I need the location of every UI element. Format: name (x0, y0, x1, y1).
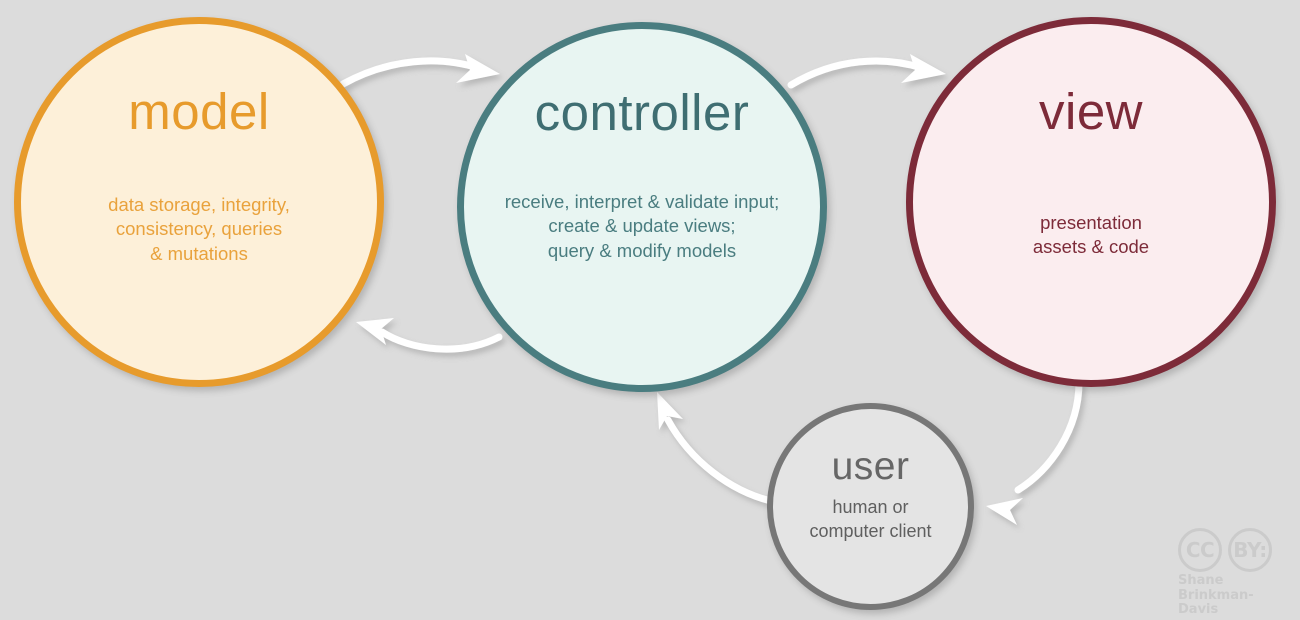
node-model-description: data storage, integrity, consistency, qu… (108, 194, 290, 264)
arrow-controller-to-model (356, 318, 503, 353)
node-model[interactable]: model data storage, integrity, consisten… (14, 17, 384, 387)
creative-commons-badge[interactable]: CC BY: Shane Brinkman-Davis (1178, 528, 1290, 617)
node-user-description: human or computer client (809, 497, 932, 541)
author-attribution: Shane Brinkman-Davis (1178, 573, 1254, 618)
arrow-model-to-controller (339, 54, 500, 88)
node-user-title: user (831, 445, 910, 488)
node-model-title: model (128, 83, 270, 140)
cc-badge-icons: CC BY: (1178, 528, 1290, 572)
node-controller[interactable]: controller receive, interpret & validate… (457, 22, 827, 392)
creative-commons-icon: CC (1178, 528, 1222, 572)
node-view-title: view (1038, 83, 1144, 140)
arrow-view-to-user (986, 378, 1083, 525)
node-view-description: presentation assets & code (1032, 212, 1150, 258)
node-controller-description: receive, interpret & validate input; cre… (504, 191, 780, 261)
arrow-controller-to-view (787, 54, 946, 89)
node-user[interactable]: user human or computer client (767, 403, 974, 610)
node-controller-title: controller (534, 84, 750, 141)
attribution-by-icon: BY: (1228, 528, 1272, 572)
arrow-user-to-controller (657, 392, 779, 506)
node-view[interactable]: view presentation assets & code (906, 17, 1276, 387)
